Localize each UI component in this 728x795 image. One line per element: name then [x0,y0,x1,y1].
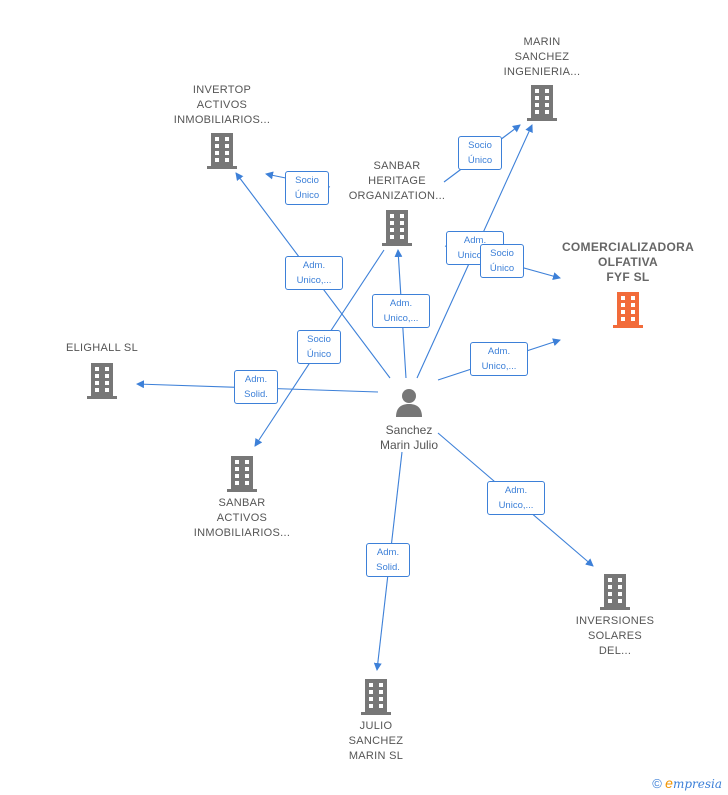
person-icon [396,389,422,417]
person-label: Sanchez Marin Julio [379,423,439,452]
center-person[interactable]: Sanchez Marin Julio [359,387,459,453]
node-inversiones[interactable]: INVERSIONES SOLARES DEL... [553,574,677,659]
edge-label-socio-marin: Socio Único [458,136,502,170]
building-icon [87,363,117,399]
brand-logo: © empresia [652,775,722,791]
node-label: ELIGHALL SL [66,342,138,354]
edge-label-adm-inversiones: Adm. Unico,... [487,481,545,515]
building-icon [227,456,257,492]
edge-label-adm-sanbar-heritage: Adm. Unico,... [372,294,430,328]
node-sanbar-activos[interactable]: SANBAR ACTIVOS INMOBILIARIOS... [180,456,304,541]
copyright-icon: © [652,776,662,791]
node-label: INVERSIONES SOLARES DEL... [575,615,655,657]
edge-label-adm-invertop: Adm. Unico,... [285,256,343,290]
node-marin-sanchez[interactable]: MARIN SANCHEZ INGENIERIA... [480,35,604,121]
building-icon [207,133,237,169]
brand-e: e [665,775,673,791]
node-julio[interactable]: JULIO SANCHEZ MARIN SL [314,679,438,764]
building-icon [613,292,643,328]
edge-label-adm-comercializadora: Adm. Unico,... [470,342,528,376]
building-icon [382,210,412,246]
edge-label-socio-invertop: Socio Único [285,171,329,205]
node-label: COMERCIALIZADORA OLFATIVA FYF SL [561,240,695,284]
edge-label-adm-elighall: Adm. Solid. [234,370,278,404]
node-label: SANBAR ACTIVOS INMOBILIARIOS... [193,497,291,539]
node-label: MARIN SANCHEZ INGENIERIA... [503,36,581,78]
node-invertop[interactable]: INVERTOP ACTIVOS INMOBILIARIOS... [160,83,284,169]
node-comercializadora[interactable]: COMERCIALIZADORA OLFATIVA FYF SL [553,240,703,328]
building-icon [361,679,391,715]
node-label: INVERTOP ACTIVOS INMOBILIARIOS... [173,84,271,126]
edge-label-socio-comercializadora: Socio Único [480,244,524,278]
building-icon [600,574,630,610]
node-elighall[interactable]: ELIGHALL SL [50,341,154,399]
node-label: SANBAR HERITAGE ORGANIZATION... [348,160,446,202]
building-icon [527,85,557,121]
edge-label-adm-julio: Adm. Solid. [366,543,410,577]
brand-name: mpresia [672,777,722,791]
node-label: JULIO SANCHEZ MARIN SL [348,720,404,762]
node-sanbar-heritage[interactable]: SANBAR HERITAGE ORGANIZATION... [335,159,459,246]
edge-label-socio-sanbar-activos: Socio Único [297,330,341,364]
